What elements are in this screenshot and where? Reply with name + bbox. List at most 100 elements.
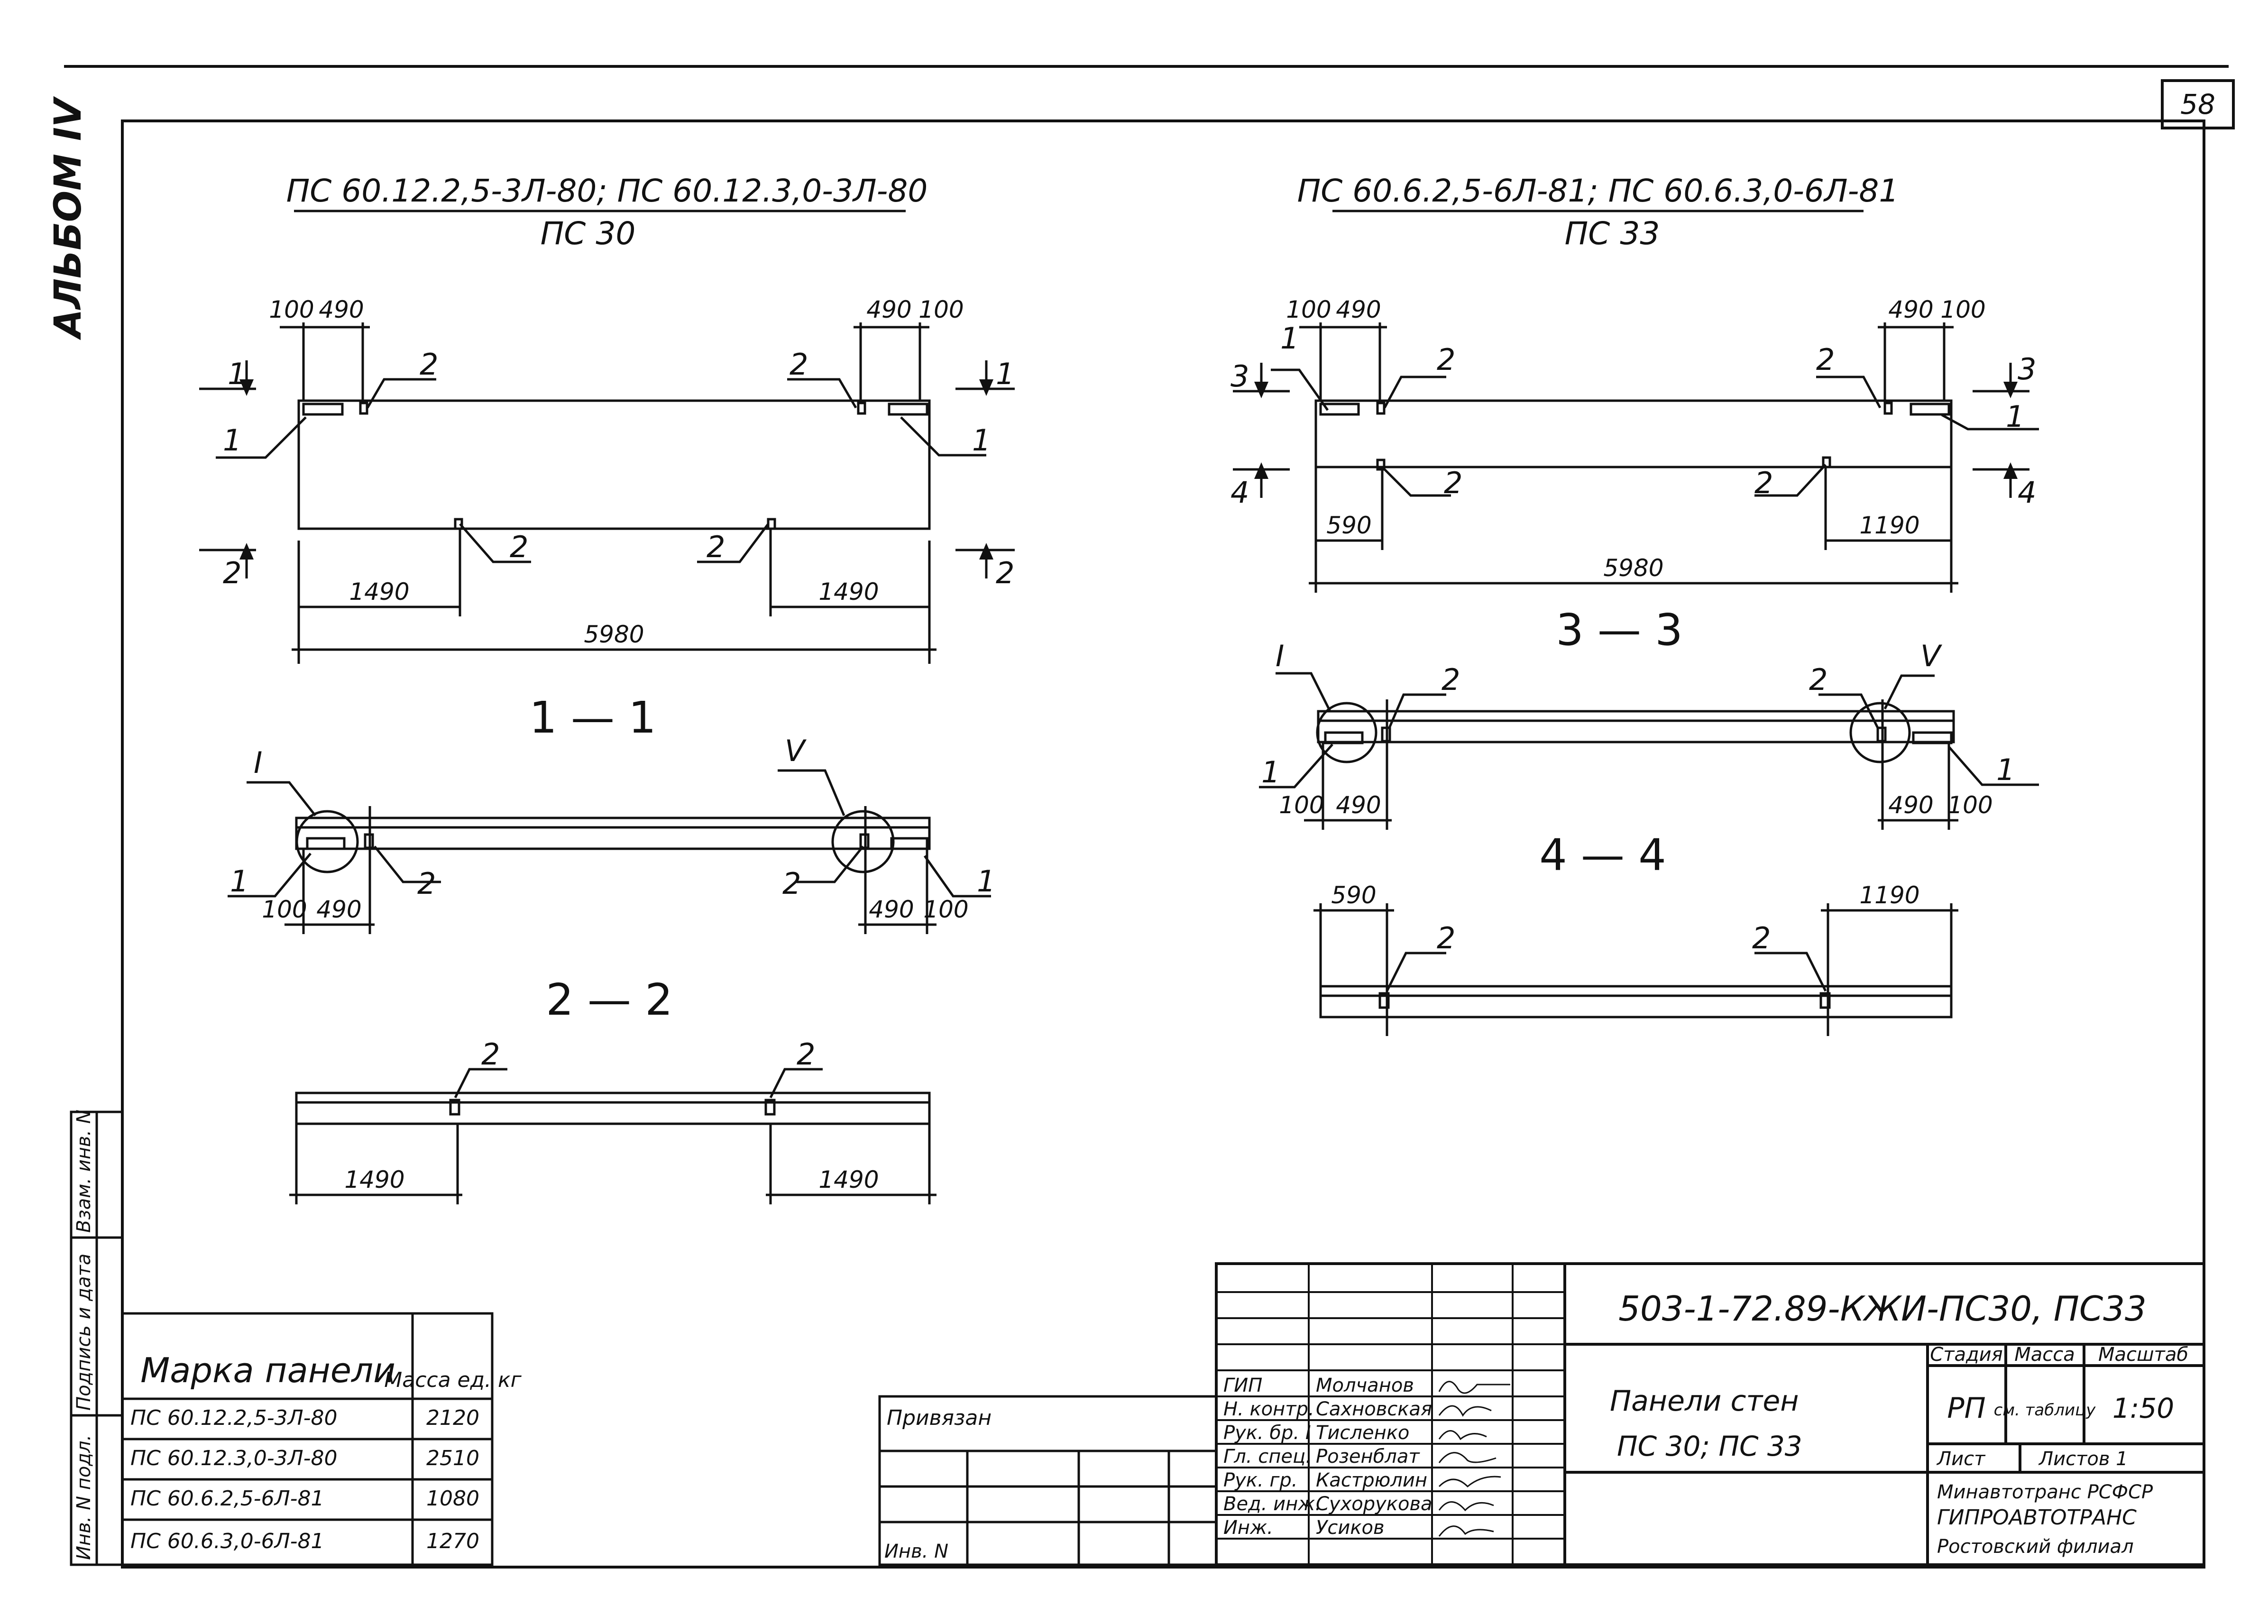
staff-role-3: Рук. бр. I [1223, 1422, 1311, 1444]
right-callout-1b: 1 [2006, 399, 2024, 434]
right-dim-590: 590 [1326, 512, 1371, 539]
left-callout-1b: 1 [972, 423, 991, 458]
left-drawing: ПС 60.12.2,5-3Л-80; ПС 60.12.3,0-3Л-80 П… [199, 173, 1015, 1204]
s33-callout-2a: 2 [1442, 662, 1460, 697]
cut-2-right: 2 [996, 556, 1014, 590]
staff-name-4: Розенблат [1316, 1446, 1420, 1468]
s22-dim-1490-left: 1490 [344, 1166, 404, 1193]
left-callout-1a: 1 [223, 423, 241, 458]
mass-row-4-mark: ПС 60.6.3,0-6Л-81 [130, 1529, 324, 1553]
staff-role-1: ГИП [1223, 1375, 1262, 1396]
s11-dim-490-left: 490 [316, 896, 361, 923]
section-3-3-label: 3 — 3 [1556, 605, 1683, 655]
staff-name-5: Кастрюлин [1316, 1469, 1427, 1491]
right-drawing: ПС 60.6.2,5-6Л-81; ПС 60.6.3,0-6Л-81 ПС … [1230, 173, 2039, 1036]
staff-name-2: Сахновская [1316, 1398, 1432, 1420]
left-subtitle: ПС 30 [541, 215, 636, 252]
left-dim-1490-left: 1490 [349, 578, 409, 606]
mass-table: Марка панели Масса ед. кг ПС 60.12.2,5-3… [121, 1312, 522, 1566]
section-4-4-label: 4 — 4 [1539, 830, 1666, 881]
right-callout-2c: 2 [1444, 466, 1462, 500]
right-dim-100-right: 100 [1940, 296, 1985, 323]
album-label: АЛЬБОМ IV [47, 96, 90, 340]
left-callout-2b: 2 [790, 347, 808, 382]
staff-role-7: Инж. [1223, 1517, 1273, 1539]
cut-1-left: 1 [228, 357, 246, 391]
s33-callout-1a: 1 [1261, 755, 1280, 789]
s11-dim-100-right: 100 [923, 896, 968, 923]
mass-row-1-mass: 2120 [426, 1406, 479, 1430]
stage-header: Стадия [1930, 1344, 2002, 1366]
right-panel-elevation [1314, 399, 1953, 468]
node-I-right: I [1276, 639, 1284, 673]
s22-callout-2a: 2 [481, 1037, 500, 1072]
mass-value: см. таблицу [1994, 1401, 2096, 1420]
mass-row-2-mass: 2510 [426, 1446, 479, 1470]
left-dim-5980: 5980 [584, 621, 644, 648]
staff-name-1: Молчанов [1316, 1375, 1414, 1396]
staff-role-5: Рук. гр. [1223, 1469, 1298, 1491]
mass-table-header-mass: Масса ед. кг [384, 1368, 522, 1392]
s11-callout-1b: 1 [977, 864, 995, 899]
scale-header: Масштаб [2098, 1344, 2188, 1366]
mass-header: Масса [2014, 1344, 2075, 1366]
cut-2-left: 2 [223, 556, 241, 590]
sheet-label: Лист [1936, 1448, 1986, 1470]
s11-callout-2a: 2 [417, 866, 436, 901]
sheet-number: 58 [2180, 88, 2215, 120]
s33-dim-100-left: 100 [1279, 791, 1324, 819]
left-callout-2c: 2 [510, 530, 528, 564]
section-1-1-slab [295, 817, 931, 850]
staff-role-2: Н. контр. [1223, 1398, 1314, 1420]
binding-inv: Инв. N [884, 1541, 948, 1562]
org-line-1: Минавтотранс РСФСР [1937, 1481, 2153, 1503]
binding-privyazan: Привязан [887, 1406, 992, 1430]
right-dim-490-left: 490 [1336, 296, 1381, 323]
s22-callout-2b: 2 [797, 1037, 815, 1072]
right-title: ПС 60.6.2,5-6Л-81; ПС 60.6.3,0-6Л-81 [1297, 173, 1899, 209]
drawing-name-line1: Панели стен [1610, 1385, 1799, 1418]
node-I-left: I [254, 745, 262, 780]
left-title: ПС 60.12.2,5-3Л-80; ПС 60.12.3,0-3Л-80 [286, 173, 928, 209]
left-dim-490-right: 490 [866, 296, 911, 323]
s33-callout-2b: 2 [1809, 662, 1827, 697]
title-block: ГИП Молчанов Н. контр. Сахновская Рук. б… [1215, 1262, 2205, 1566]
staff-name-7: Усиков [1316, 1517, 1385, 1539]
sheets-label: Листов 1 [2038, 1448, 2128, 1470]
org-line-2: ГИПРОАВТОТРАНС [1937, 1505, 2137, 1530]
left-dim-100-right: 100 [918, 296, 964, 323]
right-callout-2a: 2 [1437, 342, 1455, 377]
mass-row-1-mark: ПС 60.12.2,5-3Л-80 [130, 1406, 338, 1430]
s33-callout-1b: 1 [1996, 752, 2015, 787]
s11-callout-1a: 1 [230, 864, 248, 899]
mass-row-2-mark: ПС 60.12.3,0-3Л-80 [130, 1446, 338, 1470]
drawing-name-line2: ПС 30; ПС 33 [1617, 1430, 1802, 1462]
staff-name-6: Сухорукова [1316, 1493, 1432, 1515]
s44-dim-590: 590 [1331, 881, 1376, 909]
right-dim-5980: 5980 [1603, 554, 1663, 582]
node-V-left: V [785, 734, 807, 768]
staff-name-3: Тисленко [1316, 1422, 1409, 1444]
s33-dim-490-left: 490 [1336, 791, 1381, 819]
left-panel-elevation [297, 399, 931, 530]
cut-3-right: 3 [2018, 352, 2036, 386]
s11-callout-2b: 2 [782, 866, 801, 901]
scale-value: 1:50 [2112, 1392, 2174, 1424]
staff-role-4: Гл. спец. [1223, 1446, 1312, 1468]
drawing-frame [121, 119, 2205, 1569]
left-dim-1490-right: 1490 [818, 578, 879, 606]
right-dim-100-left: 100 [1286, 296, 1331, 323]
s33-dim-100-right: 100 [1947, 791, 1993, 819]
document-code: 503-1-72.89-КЖИ-ПС30, ПС33 [1618, 1289, 2147, 1329]
left-dim-490-left: 490 [319, 296, 364, 323]
right-callout-1a: 1 [1280, 321, 1299, 356]
signatures [1438, 1381, 1510, 1537]
left-callout-2a: 2 [420, 347, 438, 382]
mass-row-3-mass: 1080 [426, 1486, 479, 1511]
section-2-2-slab [295, 1092, 931, 1125]
cut-1-right: 1 [996, 357, 1014, 391]
right-dim-1190: 1190 [1859, 512, 1919, 539]
node-V-right: V [1920, 639, 1943, 673]
mass-row-3-mark: ПС 60.6.2,5-6Л-81 [130, 1486, 324, 1511]
